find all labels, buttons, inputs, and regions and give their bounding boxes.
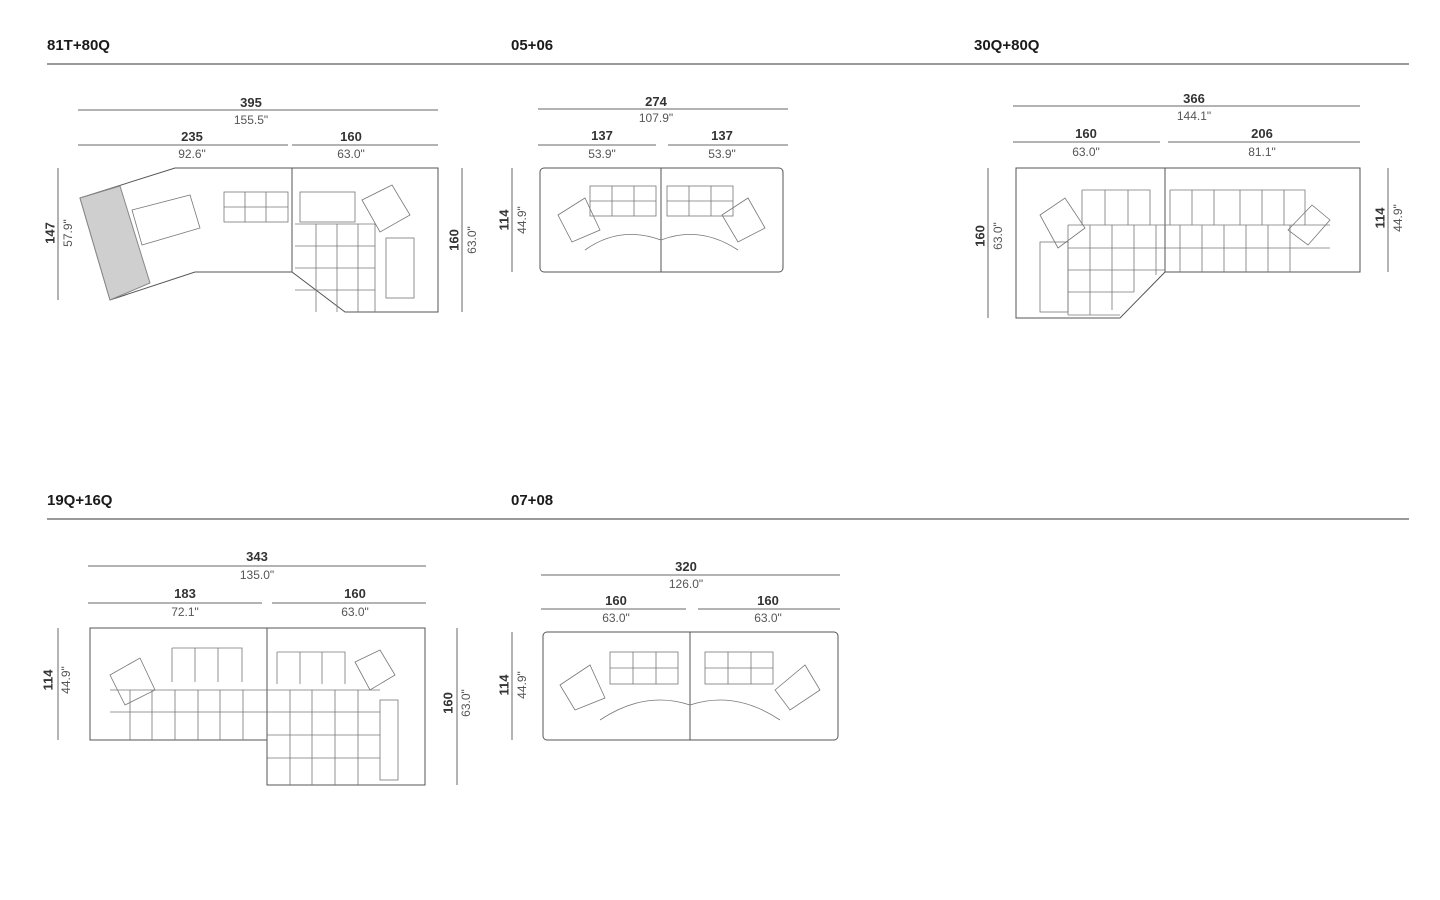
sofa-81T-80Q xyxy=(79,167,439,313)
right-depth-in: 63.0" xyxy=(459,689,473,717)
sofa-30Q-80Q xyxy=(1015,167,1361,319)
segment-width-cm: 160 xyxy=(1075,126,1097,141)
segment-width-in: 81.1" xyxy=(1248,145,1276,159)
config-title: 30Q+80Q xyxy=(974,37,1040,54)
left-depth-in: 57.9" xyxy=(61,219,75,247)
total-width-in: 144.1" xyxy=(1176,109,1212,123)
segment-width-cm: 160 xyxy=(605,593,627,608)
segment-width-in: 63.0" xyxy=(337,147,365,161)
segment-width-in: 92.6" xyxy=(178,147,206,161)
total-width-in: 155.5" xyxy=(233,113,269,127)
right-depth-cm: 160 xyxy=(440,692,456,714)
left-depth-in: 44.9" xyxy=(515,206,529,234)
sofa-19Q-16Q xyxy=(89,627,426,786)
segment-width-cm: 183 xyxy=(174,586,196,601)
left-depth-in: 63.0" xyxy=(991,222,1005,250)
total-width-in: 135.0" xyxy=(239,568,275,582)
right-depth-cm: 114 xyxy=(1372,207,1388,229)
total-width-cm: 320 xyxy=(675,559,697,574)
total-width-cm: 395 xyxy=(240,95,262,110)
left-depth-cm: 114 xyxy=(40,669,56,691)
segment-width-in: 63.0" xyxy=(602,611,630,625)
left-depth-cm: 114 xyxy=(496,674,512,696)
segment-width-cm: 137 xyxy=(591,128,613,143)
dimension-lines-19Q-16Q xyxy=(57,565,458,785)
segment-width-in: 63.0" xyxy=(754,611,782,625)
config-title: 07+08 xyxy=(511,492,554,509)
segment-width-in: 63.0" xyxy=(1072,145,1100,159)
segment-width-cm: 206 xyxy=(1251,126,1273,141)
right-depth-cm: 160 xyxy=(446,229,462,251)
left-depth-cm: 160 xyxy=(972,225,988,247)
sofa-07-08 xyxy=(542,631,839,741)
segment-width-in: 53.9" xyxy=(588,147,616,161)
segment-width-cm: 160 xyxy=(340,129,362,144)
left-depth-in: 44.9" xyxy=(59,666,73,694)
config-title: 19Q+16Q xyxy=(47,492,113,509)
segment-width-cm: 160 xyxy=(757,593,779,608)
config-title: 05+06 xyxy=(511,37,554,54)
section-divider xyxy=(47,518,1409,520)
segment-width-cm: 137 xyxy=(711,128,733,143)
right-depth-in: 44.9" xyxy=(1391,204,1405,232)
left-depth-cm: 114 xyxy=(496,209,512,231)
segment-width-in: 72.1" xyxy=(171,605,199,619)
right-depth-in: 63.0" xyxy=(465,226,479,254)
segment-width-in: 63.0" xyxy=(341,605,369,619)
left-depth-in: 44.9" xyxy=(515,671,529,699)
total-width-in: 126.0" xyxy=(668,577,704,591)
dimension-lines-05-06 xyxy=(511,108,788,272)
dimension-lines-07-08 xyxy=(511,574,840,740)
segment-width-cm: 160 xyxy=(344,586,366,601)
total-width-in: 107.9" xyxy=(638,111,674,125)
section-divider xyxy=(47,63,1409,65)
config-title: 81T+80Q xyxy=(47,37,110,54)
sofa-05-06 xyxy=(539,167,784,273)
total-width-cm: 366 xyxy=(1183,91,1205,106)
total-width-cm: 343 xyxy=(246,549,268,564)
left-depth-cm: 147 xyxy=(42,222,58,244)
dimension-lines-81T-80Q xyxy=(57,109,463,312)
total-width-cm: 274 xyxy=(645,94,667,109)
segment-width-cm: 235 xyxy=(181,129,203,144)
segment-width-in: 53.9" xyxy=(708,147,736,161)
dimension-lines-30Q-80Q xyxy=(987,105,1389,318)
